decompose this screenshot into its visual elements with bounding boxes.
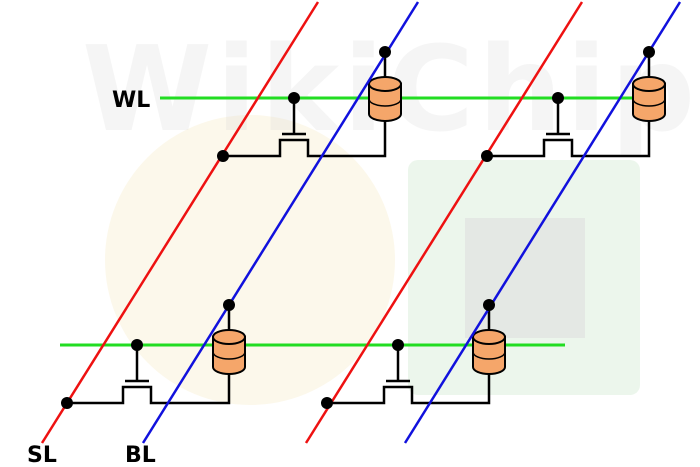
mtj-body (368, 83, 402, 122)
junction-dots (61, 46, 655, 409)
mtj-top (632, 76, 666, 92)
transistor-wire (487, 121, 651, 158)
transistor-wire (67, 374, 231, 405)
bit-line-2 (403, 1, 682, 444)
word-line-junction-dot (288, 92, 300, 104)
mtj-layer (368, 98, 402, 107)
mtj-layer (632, 98, 666, 107)
mtj-element (368, 76, 402, 122)
source-junction-dot (481, 150, 493, 162)
mtj-element (212, 329, 246, 375)
bit-line-junction-dot (379, 46, 391, 58)
source-line-2 (304, 1, 584, 444)
bit-line-1 (141, 1, 420, 444)
transistor-wire (327, 374, 491, 405)
mtj-top (212, 329, 246, 345)
source-line-label: SL (27, 443, 57, 467)
bit-line-junction-dot (483, 299, 495, 311)
mtj-top (472, 329, 506, 345)
source-junction-dot (61, 397, 73, 409)
word-line-junction-dot (392, 339, 404, 351)
mtj-layer (472, 351, 506, 360)
mtj-top (368, 76, 402, 92)
transistor-wire (223, 121, 387, 158)
source-junction-dot (217, 150, 229, 162)
bit-lines (141, 1, 682, 444)
watermark-circle (105, 115, 395, 405)
word-line-junction-dot (131, 339, 143, 351)
word-line-label: WL (112, 88, 150, 113)
mtj-body (212, 336, 246, 375)
bit-line-junction-dot (643, 46, 655, 58)
source-junction-dot (321, 397, 333, 409)
mtj-body (472, 336, 506, 375)
bit-line-label: BL (125, 443, 156, 467)
source-line-1 (40, 1, 320, 444)
mtj-element (472, 329, 506, 375)
watermark: WikiChip (82, 20, 695, 405)
mtj-body (632, 83, 666, 122)
memory-cell (487, 52, 666, 158)
source-lines (40, 1, 584, 444)
memory-cell (67, 305, 246, 405)
watermark-chip-core (465, 218, 585, 338)
mtj-layer (212, 351, 246, 360)
memory-cell (327, 305, 506, 405)
mtj-element (632, 76, 666, 122)
memory-cells (67, 52, 666, 405)
bit-line-junction-dot (223, 299, 235, 311)
word-line-junction-dot (552, 92, 564, 104)
